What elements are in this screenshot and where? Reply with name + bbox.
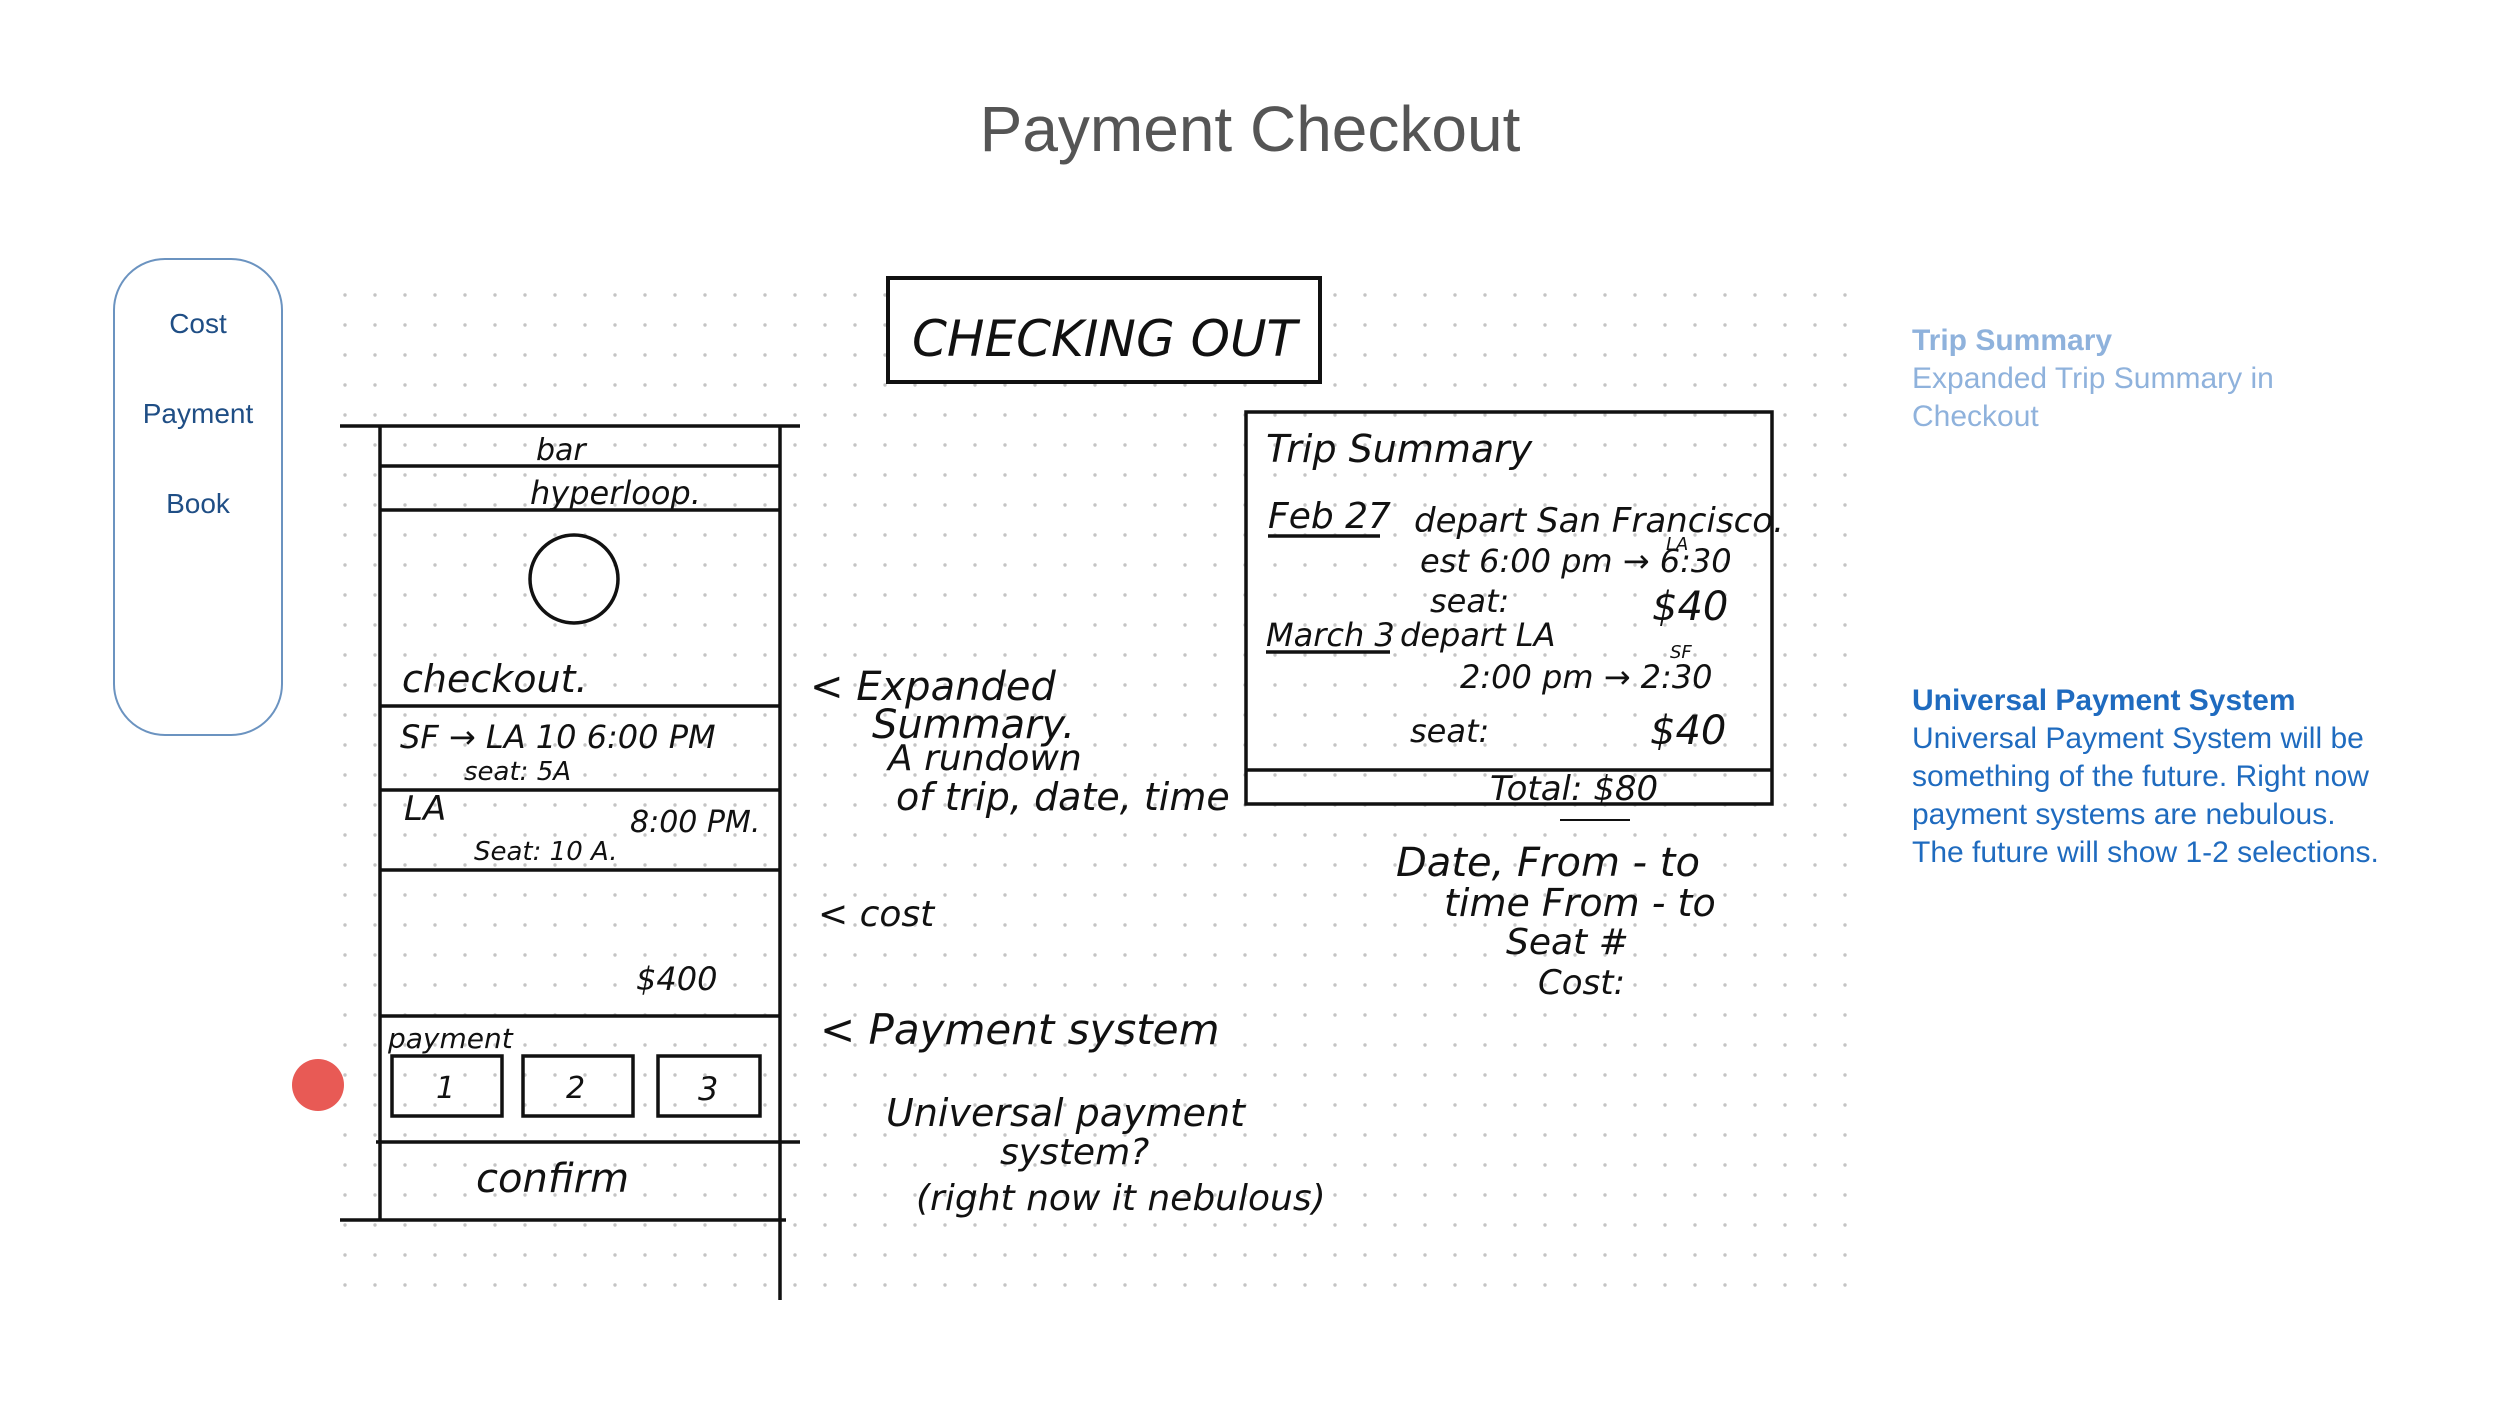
- trip-d2-depart: depart LA: [1400, 616, 1556, 654]
- sketch-image: CHECKING OUT bar hyperloop. checkout. SF…: [340, 276, 1850, 1300]
- trip-total: Total: $80: [1490, 769, 1658, 809]
- note-payment-2: Universal payment: [886, 1091, 1247, 1135]
- trip-d1-times: est 6:00 pm → 6:30: [1420, 542, 1732, 580]
- annotation-trip-summary-heading: Trip Summary: [1912, 324, 2113, 357]
- phone-row1-route: SF → LA 10 6:00 PM: [400, 718, 716, 756]
- annotation-universal-payment: Universal Payment System Universal Payme…: [1912, 682, 2382, 872]
- trip-d2-seat: seat:: [1410, 712, 1489, 750]
- note-expanded-1: < Expanded: [810, 664, 1056, 710]
- nav-item-payment[interactable]: Payment: [142, 398, 254, 429]
- note-expanded-4: of trip, date, time: [896, 775, 1230, 819]
- annotation-universal-payment-heading: Universal Payment System: [1912, 684, 2296, 717]
- trip-d1-price: $40: [1652, 584, 1728, 630]
- trip-d1-seat: seat:: [1430, 582, 1509, 620]
- trip-d2-city: SF: [1670, 642, 1692, 663]
- phone-brand: hyperloop.: [530, 474, 701, 512]
- trip-d1-date: Feb 27: [1268, 496, 1391, 537]
- hotspot-marker[interactable]: [292, 1059, 344, 1111]
- phone-row2-time: 8:00 PM.: [630, 805, 760, 840]
- trip-d1-depart: depart San Francisco.: [1414, 501, 1784, 541]
- trip-title: Trip Summary: [1266, 427, 1533, 471]
- phone-payment-label: payment: [387, 1022, 514, 1055]
- page-title: Payment Checkout: [979, 93, 1521, 165]
- fields-note-1: Date, From - to: [1396, 840, 1700, 886]
- trip-summary-sketch: [1244, 410, 1774, 821]
- note-expanded-2: Summary.: [872, 702, 1075, 748]
- nav-item-book[interactable]: Book: [166, 488, 230, 519]
- annotation-universal-payment-body: Universal Payment System will be somethi…: [1912, 722, 2379, 869]
- phone-bar-label: bar: [536, 433, 587, 468]
- fields-note-4: Cost:: [1538, 963, 1625, 1003]
- trip-d2-times: 2:00 pm → 2:30: [1460, 658, 1713, 696]
- payment-option-1: 1: [436, 1071, 455, 1106]
- annotation-trip-summary-body: Expanded Trip Summary in Checkout: [1912, 362, 2274, 433]
- header-text: CHECKING OUT: [912, 310, 1301, 368]
- phone-row1-seat: seat: 5A: [464, 757, 571, 787]
- payment-option-3: 3: [698, 1070, 718, 1108]
- fields-note-2: time From - to: [1444, 881, 1716, 925]
- fields-note-3: Seat #: [1506, 922, 1629, 963]
- annotation-trip-summary: Trip Summary Expanded Trip Summary in Ch…: [1912, 322, 2382, 436]
- checking-out-header: CHECKING OUT: [886, 276, 1322, 384]
- trip-d2-price: $40: [1650, 708, 1726, 754]
- payment-option-2: 2: [566, 1071, 585, 1106]
- note-expanded-3: A rundown: [886, 738, 1082, 779]
- phone-checkout-label: checkout.: [402, 657, 588, 701]
- phone-confirm-label: confirm: [476, 1156, 629, 1202]
- phone-row2-city: LA: [404, 789, 446, 829]
- note-payment-4: (right now it nebulous): [916, 1178, 1326, 1219]
- note-payment-3: system?: [1000, 1132, 1149, 1173]
- note-cost: < cost: [818, 894, 936, 935]
- phone-row2-seat: Seat: 10 A.: [474, 837, 618, 867]
- phone-wireframe: [340, 424, 800, 1300]
- note-payment-1: < Payment system: [820, 1005, 1220, 1054]
- phone-cost: $400: [636, 960, 717, 998]
- side-nav: Cost Payment Book: [113, 258, 283, 736]
- trip-d2-date: March 3: [1266, 616, 1395, 654]
- nav-item-cost[interactable]: Cost: [169, 308, 227, 339]
- trip-d1-city: LA: [1666, 534, 1688, 555]
